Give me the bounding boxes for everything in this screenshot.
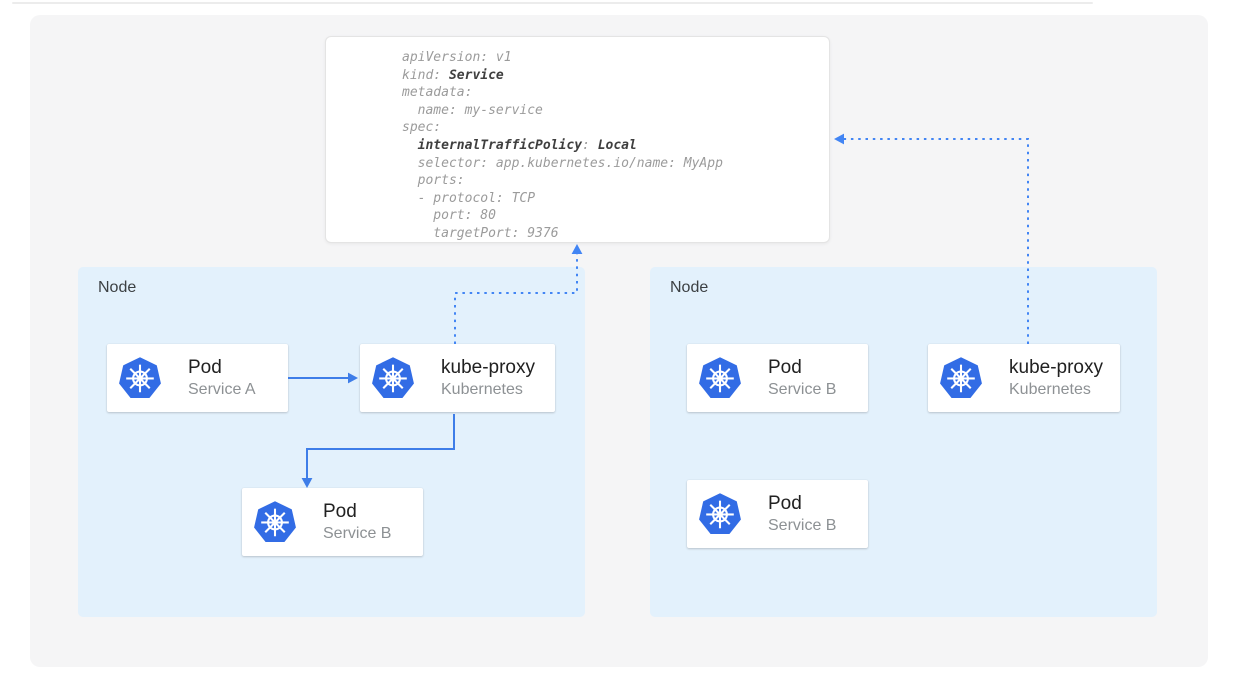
pod-card-service-b-right-top: Pod Service B xyxy=(687,344,868,412)
kubernetes-icon xyxy=(698,492,742,536)
card-subtitle: Kubernetes xyxy=(441,381,523,398)
card-title: Pod xyxy=(188,357,222,378)
card-subtitle: Service B xyxy=(768,381,837,398)
pod-card-service-a: Pod Service A xyxy=(107,344,288,412)
card-title: Pod xyxy=(768,493,802,514)
card-subtitle: Service A xyxy=(188,381,256,398)
card-subtitle: Service B xyxy=(323,525,392,542)
service-yaml-config-card: apiVersion: v1 kind: Service metadata: n… xyxy=(325,36,830,243)
kube-proxy-card-left: kube-proxy Kubernetes xyxy=(360,344,555,412)
card-subtitle: Service B xyxy=(768,517,837,534)
node-box-left: Node xyxy=(78,267,585,617)
kubernetes-icon xyxy=(698,356,742,400)
card-title: Pod xyxy=(768,357,802,378)
kubernetes-icon xyxy=(118,356,162,400)
node-box-right: Node xyxy=(650,267,1157,617)
node-label: Node xyxy=(670,279,709,296)
pod-card-service-b-left: Pod Service B xyxy=(242,488,423,556)
card-title: kube-proxy xyxy=(441,357,535,378)
yaml-line: apiVersion: v1 kind: Service metadata: n… xyxy=(402,50,723,241)
yaml-code: apiVersion: v1 kind: Service metadata: n… xyxy=(326,37,829,243)
node-label: Node xyxy=(98,279,137,296)
card-title: kube-proxy xyxy=(1009,357,1103,378)
kubernetes-icon xyxy=(371,356,415,400)
page-top-divider xyxy=(12,2,1093,4)
card-subtitle: Kubernetes xyxy=(1009,381,1091,398)
card-title: Pod xyxy=(323,501,357,522)
kubernetes-icon xyxy=(253,500,297,544)
kube-proxy-card-right: kube-proxy Kubernetes xyxy=(928,344,1120,412)
kubernetes-icon xyxy=(939,356,983,400)
pod-card-service-b-right-bottom: Pod Service B xyxy=(687,480,868,548)
